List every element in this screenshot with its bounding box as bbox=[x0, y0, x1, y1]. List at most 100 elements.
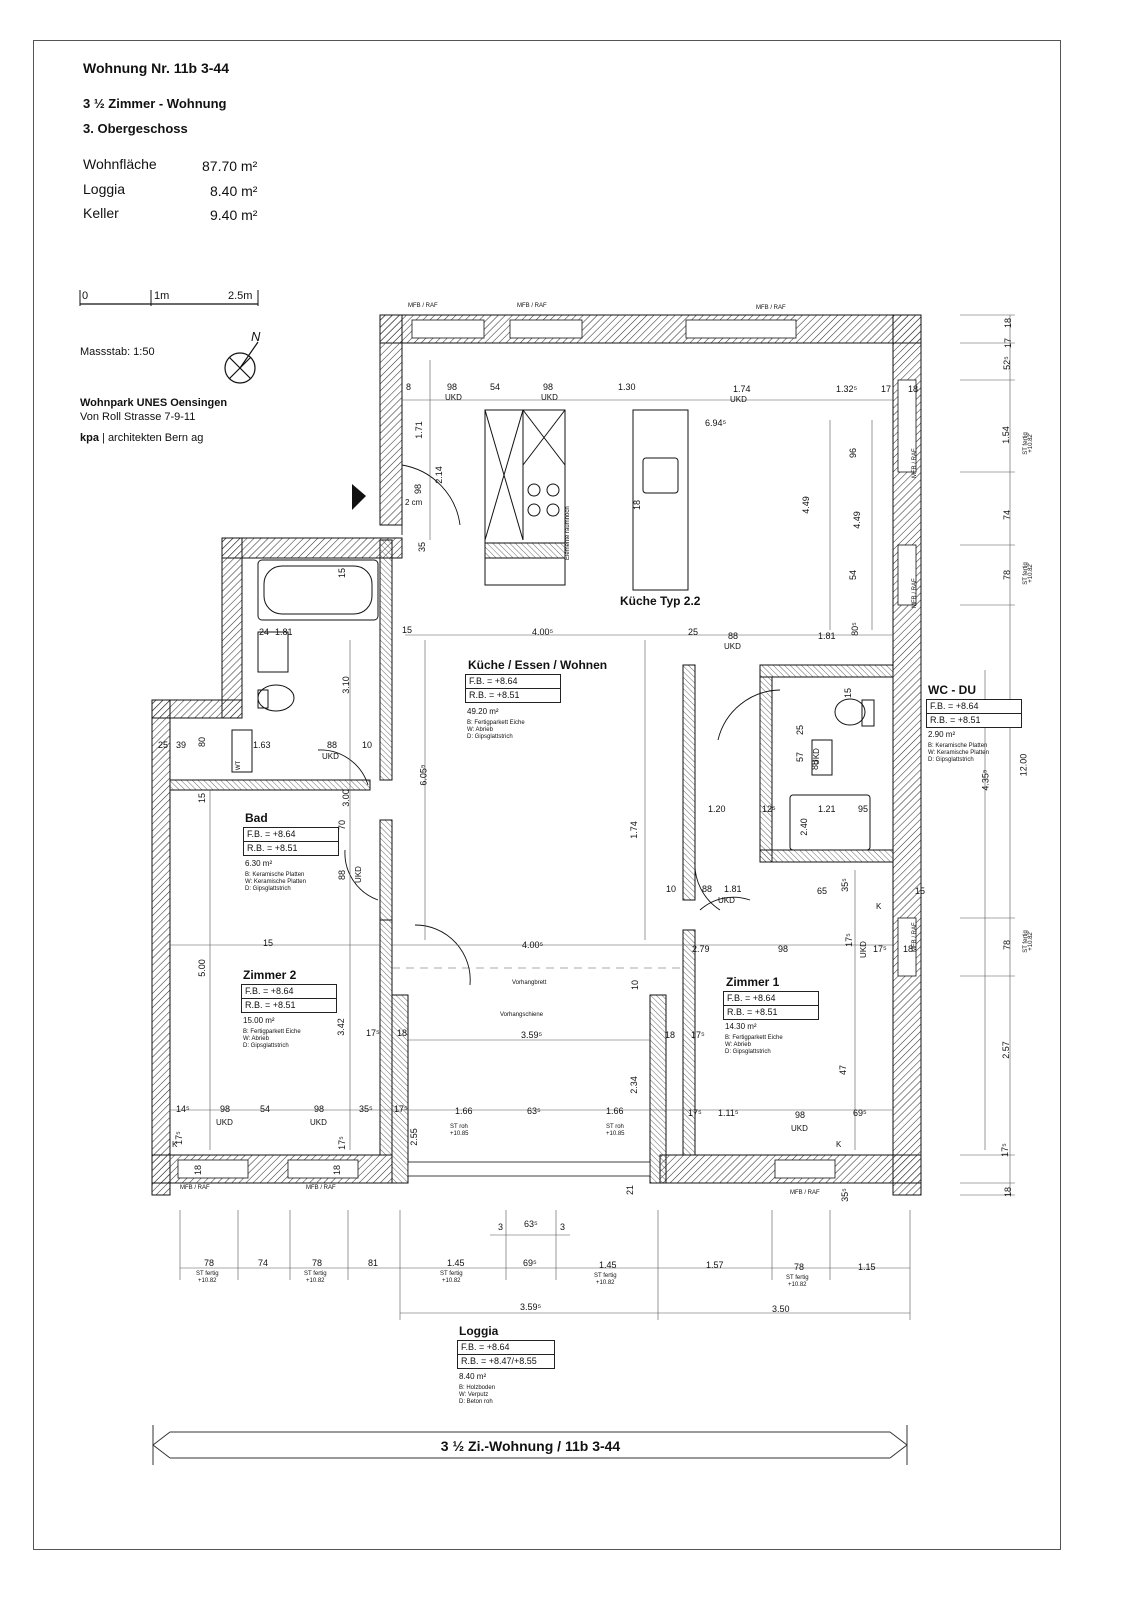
dim-wc-95: 2.40 bbox=[798, 818, 809, 836]
dim-below-3b: 3 bbox=[560, 1222, 566, 1232]
dim-loggia-635: 63⁵ bbox=[527, 1106, 541, 1116]
area-value-cellar: 9.40 m² bbox=[210, 207, 258, 223]
wc-title: WC - DU bbox=[928, 683, 976, 697]
dim-bath-15b: 15 bbox=[197, 792, 208, 804]
dim-top-0: 8 bbox=[406, 382, 412, 392]
area-label-cellar: Keller bbox=[83, 205, 119, 221]
dim-loggia-166a: 1.66 bbox=[455, 1106, 473, 1116]
kitchen-area: 49.20 m² bbox=[467, 707, 499, 716]
st-fertig-b4: ST fertig bbox=[594, 1273, 617, 1279]
zimmer2-wall: W: Abrieb bbox=[243, 1036, 269, 1042]
kitchen-cabinets bbox=[484, 409, 689, 591]
dim-kitchen-width: 6.94⁵ bbox=[705, 418, 727, 428]
dim-bot-1115: 1.11⁵ bbox=[718, 1108, 739, 1118]
zimmer1-ceiling: D: Gipsglattstrich bbox=[725, 1049, 771, 1055]
dim-loggia-234: 2.34 bbox=[628, 1076, 639, 1094]
dim-below-145b: 1.45 bbox=[599, 1260, 617, 1270]
project-architect: kpa | architekten Bern ag bbox=[80, 432, 203, 444]
project-address: Von Roll Strasse 7-9-11 bbox=[80, 411, 196, 423]
dim-bot-145: 14⁵ bbox=[176, 1104, 190, 1114]
kitchen-wall: W: Abrieb bbox=[467, 727, 493, 733]
bath-fixtures bbox=[231, 559, 875, 851]
dim-bath-70: 70 bbox=[337, 819, 348, 831]
dim-bath-163: 1.63 bbox=[253, 740, 271, 750]
loggia-area: 8.40 m² bbox=[459, 1372, 487, 1381]
loggia-ceiling: D: Beton roh bbox=[459, 1399, 493, 1405]
interior-walls bbox=[169, 539, 894, 1156]
kitchen-fb: F.B. = +8.64 bbox=[465, 674, 561, 689]
area-value-living: 87.70 m² bbox=[202, 158, 258, 174]
dim-bot-18: 18 bbox=[193, 1164, 204, 1176]
loggia-fb: F.B. = +8.64 bbox=[457, 1340, 555, 1355]
dim-top-5: 1.74 bbox=[733, 384, 751, 394]
dim-bot-98a: 98 bbox=[220, 1104, 231, 1114]
window-label-bot-2: MFB / RAF bbox=[306, 1185, 336, 1191]
window-label-right-2: MFB / RAF bbox=[912, 578, 918, 608]
dim-bath-181: 1.81 bbox=[275, 627, 293, 637]
ukd-bath: UKD bbox=[322, 752, 339, 761]
floor-label: 3. Obergeschoss bbox=[83, 121, 188, 136]
scale-tick-25m: 2.5m bbox=[228, 290, 253, 302]
bad-ceiling: D: Gipsglattstrich bbox=[245, 886, 291, 892]
st-roh-1: ST roh bbox=[450, 1124, 468, 1130]
sheet-border bbox=[33, 40, 1061, 1550]
st-fertig-right-1-val: +10.82 bbox=[1027, 434, 1034, 453]
dim-below-695: 69⁵ bbox=[523, 1258, 537, 1268]
window-label-top-3: MFB / RAF bbox=[756, 305, 786, 311]
dim-bot-175d: 17⁵ bbox=[336, 1136, 347, 1150]
ukd-wc: UKD bbox=[718, 896, 735, 905]
dim-bath-25: 15 bbox=[337, 567, 348, 579]
k-marker-2: K bbox=[172, 1140, 178, 1149]
dim-bath-310: 3.10 bbox=[340, 676, 351, 694]
kitchen-ceiling: D: Gipsglattstrich bbox=[467, 734, 513, 740]
entry-arrow-icon bbox=[352, 484, 366, 510]
ukd-bot-2: UKD bbox=[310, 1118, 327, 1127]
dim-bath-10: 10 bbox=[362, 740, 373, 750]
dim-bot-355b: 35⁵ bbox=[839, 1188, 850, 1202]
window-label-top-2: MFB / RAF bbox=[517, 303, 547, 309]
bad-wall: W: Keramische Platten bbox=[245, 879, 306, 885]
dim-mid-80: 80⁵ bbox=[849, 622, 860, 636]
dim-wc-355: 15 bbox=[915, 886, 926, 896]
vorhangbrett-label: Vorhangbrett bbox=[512, 980, 547, 986]
dim-top-2: 54 bbox=[490, 382, 501, 392]
zimmer2-fb: F.B. = +8.64 bbox=[241, 984, 337, 999]
dim-wc-88: 57 bbox=[795, 751, 806, 763]
wt-label: WT bbox=[236, 760, 243, 771]
dim-z1-279: 98 bbox=[778, 944, 789, 954]
wc-ceiling: D: Gipsglattstrich bbox=[928, 757, 974, 763]
dim-below-3a: 3 bbox=[498, 1222, 504, 1232]
ukd-bot-1: UKD bbox=[216, 1118, 233, 1127]
dim-below-350: 3.50 bbox=[772, 1304, 790, 1314]
st-fertig-b5-val: +10.82 bbox=[788, 1282, 807, 1288]
window-label-bot-3: MFB / RAF bbox=[790, 1190, 820, 1196]
dim-top-7: 17 bbox=[881, 384, 892, 394]
footer-title-bar: 3 ½ Zi.-Wohnung / 11b 3-44 bbox=[153, 1430, 908, 1460]
dim-loggia-18b: 18 bbox=[665, 1030, 676, 1040]
dim-bot-54: 54 bbox=[260, 1104, 271, 1114]
dim-bath-88: 88 bbox=[327, 740, 338, 750]
window-label-top-1: MFB / RAF bbox=[408, 303, 438, 309]
dim-wc-240: 88 bbox=[810, 759, 821, 771]
dim-loggia-175a: 17⁵ bbox=[366, 1028, 380, 1038]
dim-bath-25b: 25 bbox=[158, 740, 169, 750]
st-fertig-b2-val: +10.82 bbox=[306, 1278, 325, 1284]
dim-bath-24: 24 bbox=[259, 627, 270, 637]
bad-title: Bad bbox=[245, 811, 268, 825]
dim-below-78a: 78 bbox=[204, 1258, 215, 1268]
st-fertig-b2: ST fertig bbox=[304, 1271, 327, 1277]
dim-living-height: 6.05⁵ bbox=[418, 764, 429, 786]
project-name: Wohnpark UNES Oensingen bbox=[80, 397, 228, 409]
dim-bot-18b: 18 bbox=[332, 1164, 343, 1176]
dim-top-4: 1.30 bbox=[618, 382, 636, 392]
zimmer1-floor: B: Fertigparkett Eiche bbox=[725, 1035, 783, 1041]
dim-loggia-10: 10 bbox=[630, 979, 641, 991]
dim-bath-15c: 3.00 bbox=[340, 789, 351, 807]
st-fertig-right-2-val: +10.82 bbox=[1027, 564, 1034, 583]
dim-wc-57: 25 bbox=[795, 724, 806, 736]
area-label-living: Wohnfläche bbox=[83, 156, 157, 172]
area-value-loggia: 8.40 m² bbox=[210, 183, 258, 199]
dim-loggia-18a: 18 bbox=[397, 1028, 408, 1038]
zimmer1-fb: F.B. = +8.64 bbox=[723, 991, 819, 1006]
window-label-right-3: MFB / RAF bbox=[912, 922, 918, 952]
